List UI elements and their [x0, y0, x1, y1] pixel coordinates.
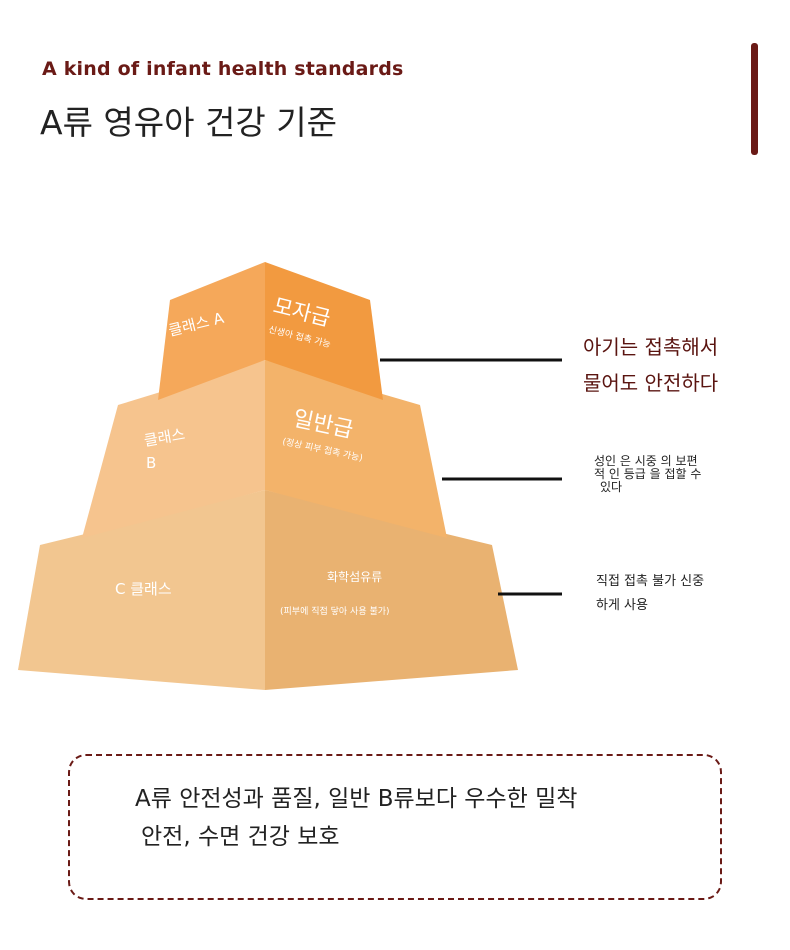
note-text: A류 안전성과 품질, 일반 B류보다 우수한 밀착 안전, 수면 건강 보호 — [135, 780, 695, 856]
tier-b-description-line: 있다 — [600, 480, 623, 494]
tier-c-right-sub: (피부에 직접 닿아 사용 불가) — [280, 605, 390, 617]
tier-a-description-line: 물어도 안전하다 — [583, 371, 719, 395]
tier-b-right-face — [265, 360, 447, 538]
tier-a-right-face — [265, 262, 383, 400]
accent-bar — [751, 43, 758, 155]
note-box — [68, 754, 722, 900]
tier-c-right-face — [265, 490, 518, 690]
note-line-2: 안전, 수면 건강 보호 — [141, 824, 340, 850]
tier-b-left-face — [82, 360, 265, 538]
note-line-1: A류 안전성과 품질, 일반 B류보다 우수한 밀착 — [135, 786, 578, 812]
tier-c-left-label: C 클래스 — [115, 580, 172, 598]
tier-a-description: 아기는 접촉해서 물어도 안전하다 — [583, 329, 718, 401]
subtitle-english: A kind of infant health standards — [42, 58, 404, 80]
tier-a-description-line: 아기는 접촉해서 — [583, 335, 719, 359]
tier-c-right-title: 화학섬유류 — [327, 570, 382, 584]
tier-b-description: 성인 은 시중 의 보편 적 인 등급 을 접할 수 있다 — [594, 455, 734, 494]
tier-b-description-line: 성인 은 시중 의 보편 — [594, 454, 698, 468]
pyramid-diagram: 클래스 A 모자급 신생아 접촉 가능 클래스 B 일반급 (정상 피부 접촉 … — [18, 262, 562, 690]
tier-c-description: 직접 접촉 불가 신중 하게 사용 — [596, 570, 746, 618]
page-title: A류 영유아 건강 기준 — [40, 103, 337, 142]
tier-a-left-face — [158, 262, 265, 400]
tier-c-left-face — [18, 490, 265, 690]
tier-b-left-label-2: B — [146, 454, 156, 472]
tier-b-description-line: 적 인 등급 을 접할 수 — [594, 467, 702, 481]
tier-c-description-line: 직접 접촉 불가 신중 — [596, 574, 705, 589]
tier-c-description-line: 하게 사용 — [596, 598, 648, 613]
